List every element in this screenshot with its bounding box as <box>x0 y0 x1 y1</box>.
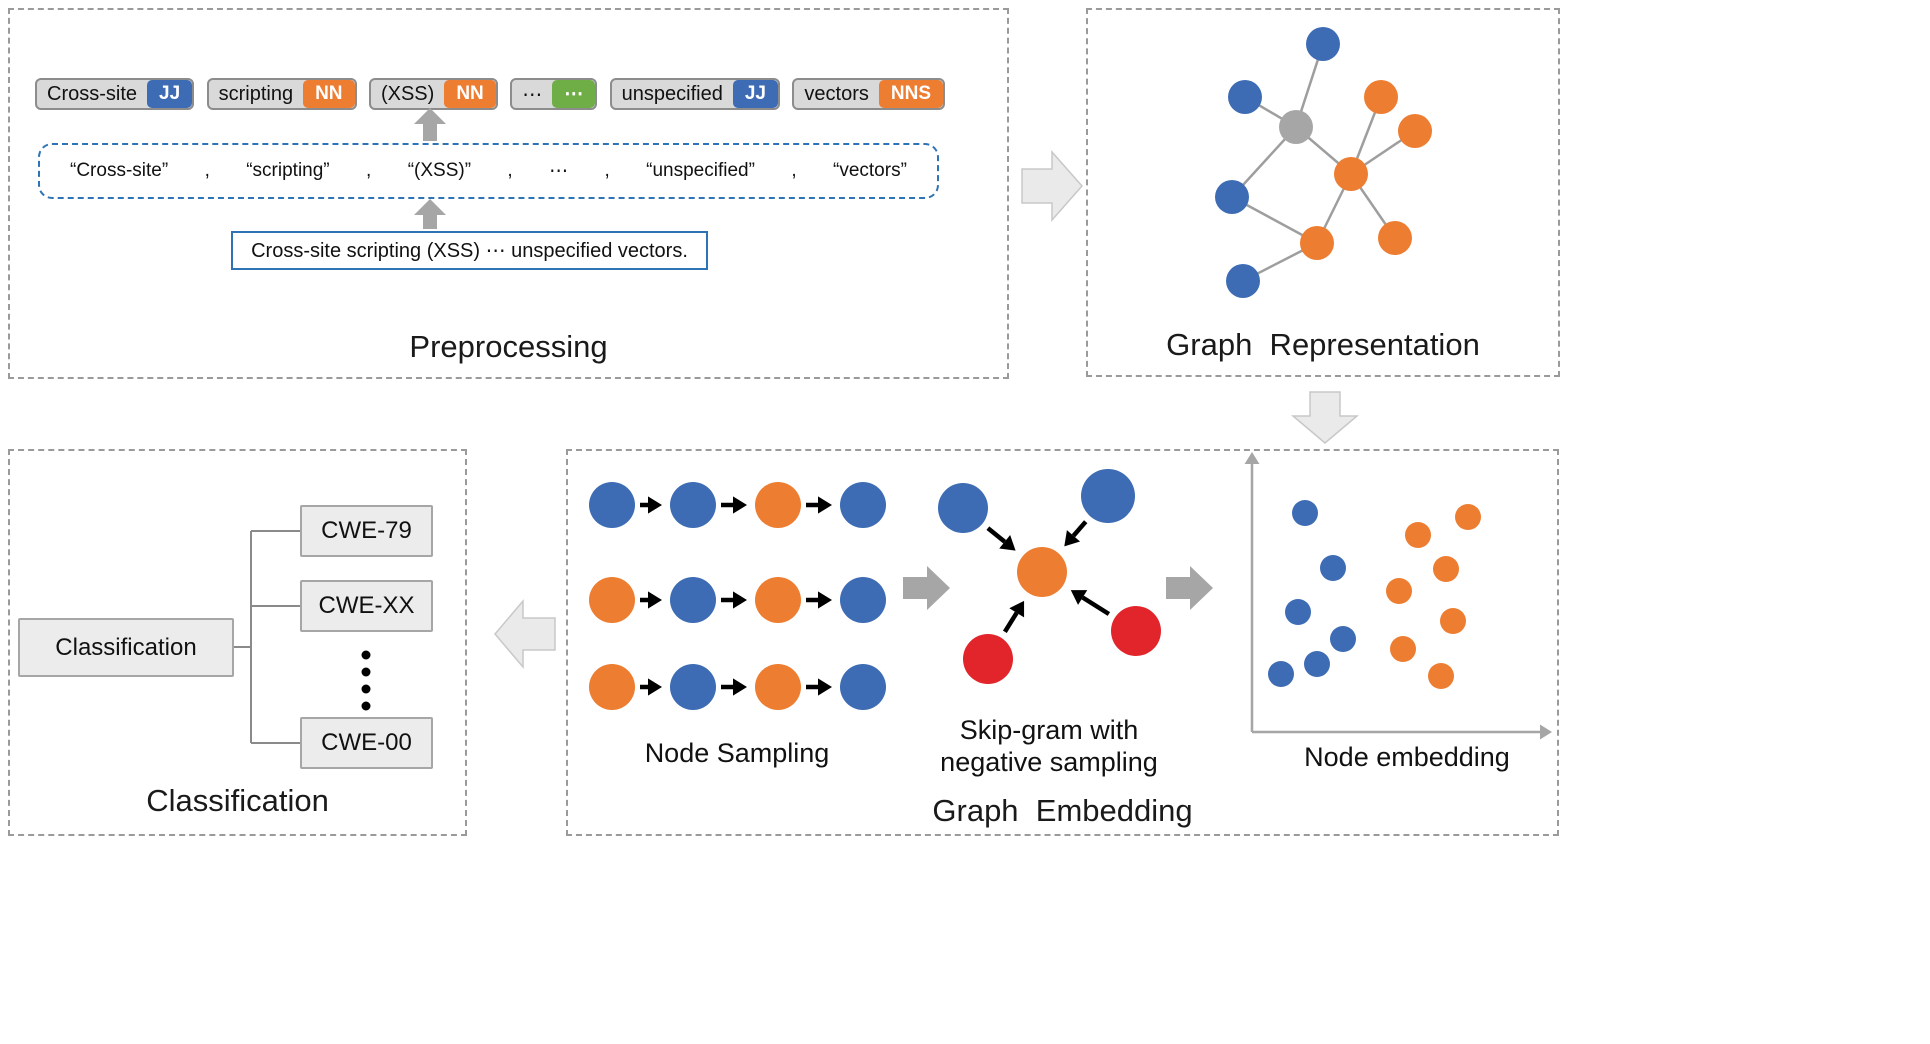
token-word: vectors <box>804 82 869 105</box>
comma-separator: , <box>366 160 372 181</box>
classification-title: Classification <box>146 783 329 818</box>
cwe-class-box: CWE-XX <box>300 580 433 632</box>
cwe-class-box: CWE-79 <box>300 505 433 557</box>
pos-tag: JJ <box>147 80 193 108</box>
pos-tag: NNS <box>878 80 943 108</box>
graph-embedding-panel <box>566 449 1559 836</box>
comma-separator: , <box>791 160 797 181</box>
quoted-token: ⋯ <box>549 160 569 182</box>
skipgram-label-line2: negative sampling <box>940 746 1158 777</box>
graph-embedding-title: Graph Embedding <box>932 793 1193 828</box>
pos-tag: NN <box>444 80 496 108</box>
skipgram-label-line1: Skip-gram with <box>959 715 1139 745</box>
input-sentence: Cross-site scripting (XSS) ⋯ unspecified… <box>251 240 688 262</box>
flow-arrow-right <box>1021 150 1084 222</box>
token-word: unspecified <box>621 82 723 105</box>
pos-tagged-token: Cross-site JJ <box>35 78 195 110</box>
pos-tag: JJ <box>732 80 778 108</box>
token-word: (XSS) <box>380 82 435 105</box>
comma-separator: , <box>204 160 210 181</box>
flow-arrow-down <box>1290 391 1360 444</box>
token-word: Cross-site <box>47 82 138 105</box>
classification-box-label: Classification <box>55 633 197 661</box>
token-list: “Cross-site”, “scripting”, “(XSS)”, ⋯, “unsp… <box>40 160 937 183</box>
input-sentence-box: Cross-site scripting (XSS) ⋯ unspecified… <box>231 231 708 270</box>
classification-box: Classification <box>18 618 234 677</box>
classification-panel <box>8 449 467 836</box>
comma-separator: , <box>604 160 610 181</box>
preprocessing-panel <box>8 8 1009 379</box>
token-word: scripting <box>218 82 294 105</box>
quoted-token: “vectors” <box>833 160 907 181</box>
pos-tag: ⋯ <box>552 80 596 108</box>
comma-separator: , <box>507 160 513 181</box>
pos-tagged-token: unspecified JJ <box>609 78 780 110</box>
pos-tagged-token: (XSS) NN <box>368 78 498 110</box>
graph-representation-title: Graph Representation <box>1166 327 1480 362</box>
graph-representation-panel <box>1086 8 1560 377</box>
quoted-token: “unspecified” <box>646 160 755 181</box>
quoted-token: “scripting” <box>246 160 330 181</box>
pos-tagged-token: scripting NN <box>206 78 357 110</box>
token-word: ⋯ <box>522 83 543 106</box>
quoted-token: “(XSS)” <box>407 160 472 181</box>
pos-tagged-token: ⋯⋯ <box>510 78 598 110</box>
skipgram-label: Skip-gram with negative sampling <box>918 715 1180 778</box>
preprocessing-title: Preprocessing <box>409 329 608 364</box>
pos-tag: NN <box>303 80 355 108</box>
node-sampling-label: Node Sampling <box>644 738 830 768</box>
cwe-class-box: CWE-00 <box>300 717 433 769</box>
pos-tagged-token: vectors NNS <box>792 78 945 110</box>
token-list-box: “Cross-site”, “scripting”, “(XSS)”, ⋯, “unsp… <box>38 143 939 199</box>
node-embedding-label: Node embedding <box>1304 742 1510 772</box>
quoted-token: “Cross-site” <box>70 160 169 181</box>
flow-arrow-left <box>494 598 556 670</box>
